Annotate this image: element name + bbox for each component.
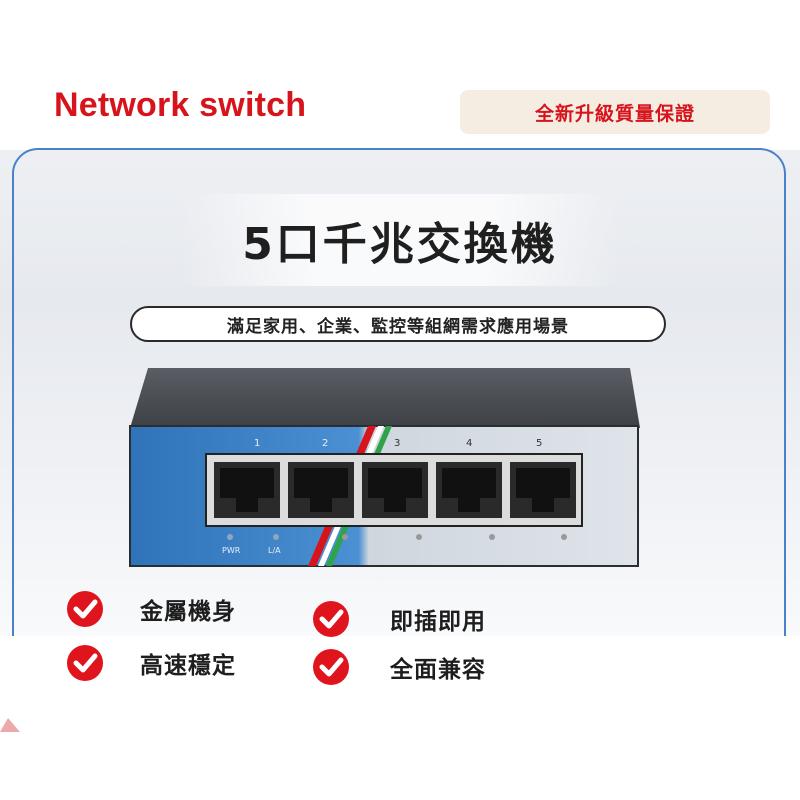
check-icon — [313, 601, 349, 637]
feature-band — [0, 636, 800, 732]
led-indicator — [416, 534, 422, 540]
check-icon — [67, 645, 103, 681]
feature-item: 金屬機身 — [66, 590, 236, 628]
feature-label: 金屬機身 — [140, 599, 236, 625]
switch-top — [130, 368, 640, 428]
rj45-port — [362, 462, 428, 518]
feature-label: 即插即用 — [390, 609, 486, 635]
rj45-port — [510, 462, 576, 518]
check-icon — [67, 591, 103, 627]
port-number: 1 — [254, 438, 260, 449]
led-indicator — [342, 534, 348, 540]
switch-illustration: 1 2 3 4 5 — [126, 366, 642, 568]
la-label: L/A — [268, 546, 281, 555]
rj45-port — [436, 462, 502, 518]
port-number: 3 — [394, 438, 400, 449]
rj45-port — [214, 462, 280, 518]
port-number: 2 — [322, 438, 328, 449]
product-title-en: Network switch — [54, 86, 307, 124]
feature-label: 全面兼容 — [390, 657, 486, 683]
blue-frame — [12, 148, 786, 732]
title-highlight — [180, 194, 620, 286]
check-icon — [313, 649, 349, 685]
feature-item: 高速穩定 — [66, 644, 236, 682]
subtitle-pill: 滿足家用、企業、監控等組網需求應用場景 — [130, 306, 666, 342]
led-indicator — [561, 534, 567, 540]
promo-badge: 全新升級質量保證 — [460, 90, 770, 134]
feature-item: 即插即用 — [312, 600, 486, 638]
switch-image: 1 2 3 4 5 — [129, 368, 640, 567]
feature-label: 高速穩定 — [140, 653, 236, 679]
port-number: 4 — [466, 438, 472, 449]
led-indicator — [273, 534, 279, 540]
led-indicator — [489, 534, 495, 540]
rj45-port — [288, 462, 354, 518]
product-title-zh: 5口千兆交換機 — [242, 219, 558, 270]
corner-decoration — [0, 718, 20, 732]
feature-item: 全面兼容 — [312, 648, 486, 686]
led-indicator — [227, 534, 233, 540]
port-number: 5 — [536, 438, 542, 449]
pwr-label: PWR — [222, 546, 241, 555]
